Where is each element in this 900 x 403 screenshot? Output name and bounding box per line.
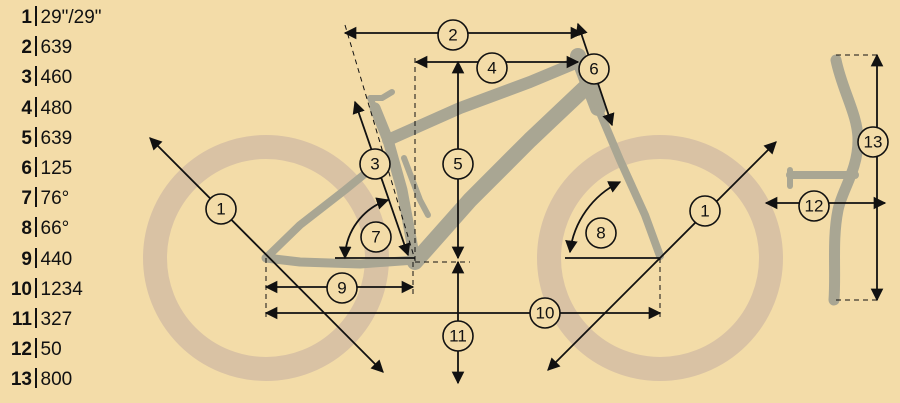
spec-value: 327 — [40, 308, 73, 330]
spec-number: 1 — [21, 7, 32, 28]
callout-13 — [857, 126, 889, 158]
callout-label-6: 6 — [589, 60, 598, 79]
spec-number: 2 — [21, 37, 32, 59]
callout-label-13: 13 — [864, 133, 883, 152]
callout-6 — [578, 53, 610, 85]
spec-number: 3 — [21, 67, 32, 89]
callout-8 — [585, 217, 617, 249]
dimension-lines — [149, 22, 887, 385]
spec-value: 1234 — [40, 278, 83, 300]
callout-label-11: 11 — [449, 327, 467, 346]
spec-number: 13 — [10, 369, 32, 391]
spec-divider — [35, 338, 37, 359]
callout-11 — [442, 320, 474, 352]
callout-label-1-rear: 1 — [216, 200, 225, 219]
spec-item: 10 1234 — [6, 275, 136, 305]
spec-item: 4 480 — [6, 94, 136, 124]
callout-label-9: 9 — [337, 279, 346, 298]
spec-value: 125 — [40, 157, 73, 179]
spec-item: 8 66° — [6, 214, 136, 244]
callout-12 — [798, 190, 830, 222]
callouts — [205, 19, 889, 352]
angle-markers — [335, 181, 660, 260]
spec-item: 11 327 — [6, 305, 136, 335]
spec-divider — [35, 217, 37, 238]
spec-item: 13 800 — [6, 365, 136, 395]
callout-5 — [442, 148, 474, 180]
spec-number: 5 — [21, 127, 32, 149]
geometry-spec-list: 1 29"/29" 2 639 3 460 4 480 5 639 6 125 7 76° 8 66° 9 440… — [6, 3, 136, 395]
spec-number: 9 — [21, 248, 32, 270]
callout-label-4: 4 — [487, 59, 496, 78]
spec-divider — [35, 36, 37, 57]
callout-labels: 1 1 2 3 4 5 6 7 8 9 10 11 12 13 — [216, 26, 882, 346]
spec-value: 639 — [40, 127, 73, 149]
callout-label-8: 8 — [596, 224, 605, 243]
spec-value: 29"/29" — [40, 7, 102, 28]
callout-10 — [529, 297, 561, 329]
spec-divider — [35, 6, 37, 26]
callout-label-2: 2 — [448, 26, 457, 45]
spec-number: 8 — [21, 218, 32, 240]
spec-item: 9 440 — [6, 245, 136, 275]
callout-7 — [360, 221, 392, 253]
spec-number: 10 — [10, 278, 32, 300]
spec-value: 460 — [40, 67, 73, 89]
spec-number: 12 — [10, 339, 32, 361]
callout-9 — [326, 272, 358, 304]
spec-divider — [35, 307, 37, 328]
handlebar-front-view — [786, 54, 864, 306]
callout-1-front — [689, 195, 721, 227]
spec-item: 1 29"/29" — [6, 3, 136, 33]
spec-item: 2 639 — [6, 33, 136, 63]
callout-label-5: 5 — [453, 155, 462, 174]
callout-1-rear — [205, 193, 237, 225]
spec-value: 66° — [40, 218, 70, 240]
spec-item: 5 639 — [6, 124, 136, 154]
callout-label-1-front: 1 — [700, 202, 709, 221]
spec-item: 12 50 — [6, 335, 136, 365]
spec-number: 11 — [11, 308, 32, 330]
callout-label-10: 10 — [536, 304, 555, 323]
guide-lines — [265, 24, 880, 320]
spec-value: 76° — [40, 188, 70, 210]
spec-divider — [35, 247, 37, 268]
spec-number: 7 — [21, 188, 32, 210]
spec-divider — [35, 96, 37, 117]
spec-value: 480 — [40, 97, 73, 119]
spec-divider — [35, 156, 37, 177]
spec-value: 800 — [40, 369, 73, 391]
spec-value: 50 — [40, 339, 62, 361]
spec-item: 3 460 — [6, 63, 136, 93]
spec-item: 7 76° — [6, 184, 136, 214]
spec-number: 6 — [21, 157, 32, 179]
callout-label-12: 12 — [805, 197, 824, 216]
callout-label-7: 7 — [371, 228, 380, 247]
spec-divider — [35, 368, 37, 389]
spec-number: 4 — [21, 97, 32, 119]
spec-value: 440 — [40, 248, 73, 270]
callout-label-3: 3 — [370, 155, 379, 174]
callout-4 — [476, 52, 508, 84]
callout-3 — [359, 148, 391, 180]
spec-divider — [35, 187, 37, 208]
spec-divider — [35, 126, 37, 147]
spec-divider — [35, 66, 37, 87]
spec-divider — [35, 277, 37, 298]
callout-2 — [437, 19, 469, 51]
spec-value: 639 — [40, 37, 73, 59]
spec-item: 6 125 — [6, 154, 136, 184]
